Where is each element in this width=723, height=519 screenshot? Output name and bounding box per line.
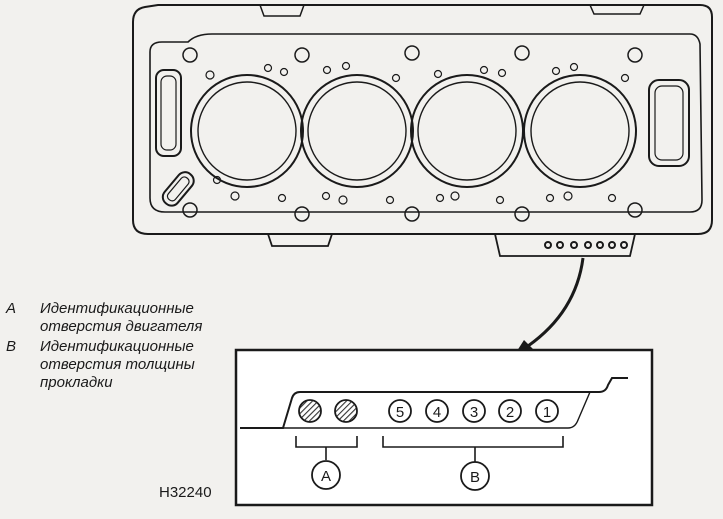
bolt-holes [182,45,643,222]
engine-ident-hole [334,399,358,423]
callout-b-label: B [470,469,480,486]
engine-ident-hole [298,399,322,423]
tab-hole [620,241,628,249]
thickness-holes [388,399,559,423]
detail-gasket-edge-lower [283,391,591,429]
right-water-slot [648,79,690,167]
tab-hole [556,241,564,249]
left-water-slot [155,69,182,157]
tab-hole [584,241,592,249]
legend-key: A [6,300,17,317]
legend-item-b: B Идентификационные отверстия толщины пр… [6,338,236,392]
callout-a-circle [311,460,341,490]
thickness-hole-2 [498,399,522,423]
gasket-inner-bead [149,33,703,213]
tab-hole [596,241,604,249]
small-holes [205,61,630,205]
cylinder-2 [300,74,414,188]
tab-hole [608,241,616,249]
bracket-a [295,436,358,460]
gasket-tab-left [267,233,333,247]
cylinder-1 [190,74,304,188]
cylinder-3 [410,74,524,188]
gasket [132,4,713,257]
legend: A Идентификационные отверстия двигателя … [6,300,236,394]
thickness-hole-4 [425,399,449,423]
legend-key: B [6,338,17,355]
detail-leader [515,257,585,354]
gasket-top-notch [259,4,645,17]
hole-number-label: 4 [433,404,441,421]
left-oblique-slot [161,171,195,207]
figure-reference-code: H32240 [159,484,212,501]
cylinder-4 [523,74,637,188]
callout-b-circle [460,461,490,491]
legend-item-a: A Идентификационные отверстия двигателя [6,300,236,336]
hole-number-label: 5 [396,404,404,421]
hole-number-label: 2 [506,404,514,421]
detail-gasket-edge [240,377,628,429]
thickness-hole-1 [535,399,559,423]
right-water-slot-inner [654,85,684,161]
callout-a-label: A [321,468,331,485]
legend-text: Идентификационные отверстия толщины прок… [40,338,195,391]
legend-text: Идентификационные отверстия двигателя [40,300,203,335]
gasket-tab-right [494,233,636,257]
thickness-hole-5 [388,399,412,423]
hole-number-label: 1 [543,404,551,421]
left-water-slot-inner [160,75,177,151]
thickness-hole-3 [462,399,486,423]
gasket-outline [132,4,713,235]
hole-number-label: 3 [470,404,478,421]
bracket-b [382,436,564,462]
tab-hole [544,241,552,249]
tab-hole [570,241,578,249]
